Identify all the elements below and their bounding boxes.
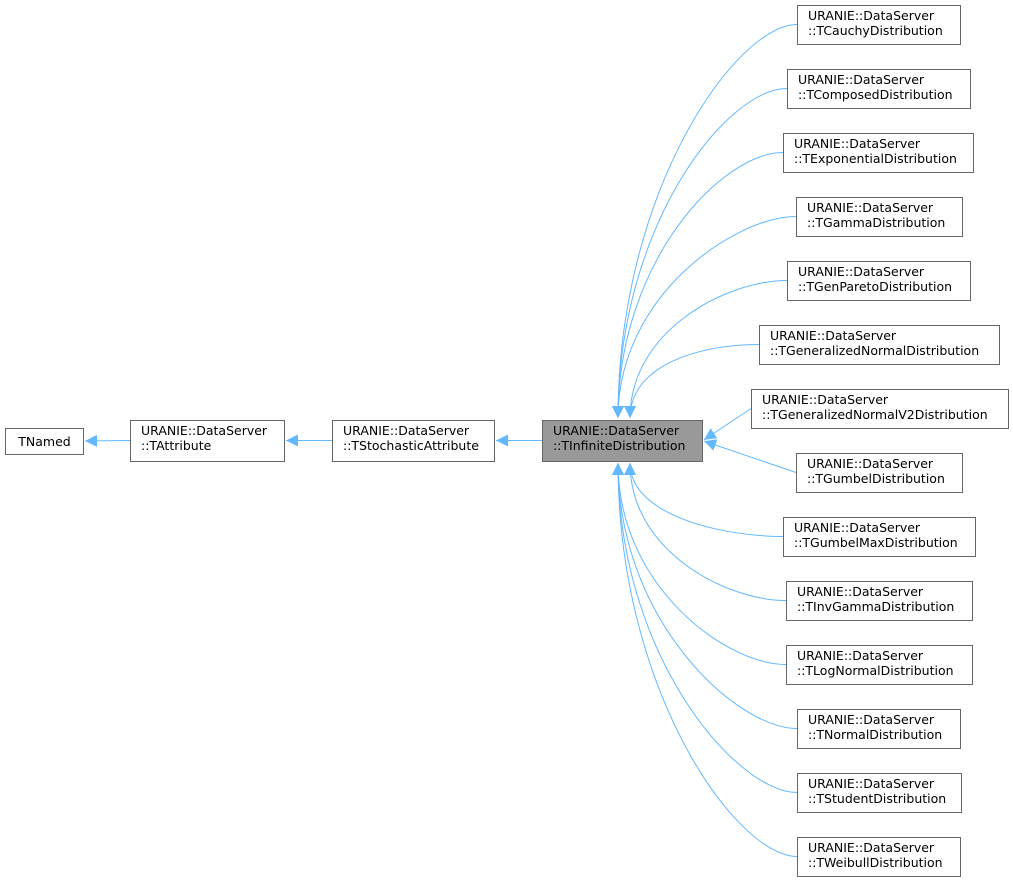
node-label-line: ::TGeneralizedNormalV2Distribution [762, 407, 988, 422]
node-label-line: ::TWeibullDistribution [808, 855, 943, 870]
node-label-line: ::TStudentDistribution [808, 791, 946, 806]
node-tnamed[interactable]: TNamed [5, 428, 84, 455]
node-label-line: ::TGammaDistribution [807, 215, 945, 230]
edge-tgennormalv2-to-tinfinite [703, 408, 752, 441]
node-label-line: URANIE::DataServer [808, 776, 935, 791]
edge-tgumbelmax-to-tinfinite [624, 462, 784, 537]
node-box [796, 197, 963, 237]
node-label-line: ::TStochasticAttribute [343, 438, 479, 453]
nodes-layer: TNamedURANIE::DataServer::TAttributeURAN… [5, 5, 1009, 877]
edge-tgamma-to-tinfinite [612, 216, 797, 419]
node-label-line: URANIE::DataServer [798, 72, 925, 87]
node-tinvgamma[interactable]: URANIE::DataServer::TInvGammaDistributio… [786, 581, 973, 621]
node-box [797, 773, 962, 813]
node-box [787, 261, 971, 301]
node-tinfinite[interactable]: URANIE::DataServer::TInfiniteDistributio… [542, 420, 703, 462]
node-tgumbelmax[interactable]: URANIE::DataServer::TGumbelMaxDistributi… [783, 517, 976, 557]
node-tweibull[interactable]: URANIE::DataServer::TWeibullDistribution [797, 837, 961, 877]
node-label-line: TNamed [17, 434, 70, 449]
node-label-line: URANIE::DataServer [770, 328, 897, 343]
node-box [332, 420, 495, 462]
node-label-line: ::TComposedDistribution [798, 87, 953, 102]
edge-tgumbel-to-tinfinite [703, 439, 797, 473]
node-box [786, 645, 973, 685]
node-tnormal[interactable]: URANIE::DataServer::TNormalDistribution [797, 709, 961, 749]
edge-tgennormal-to-tinfinite [624, 344, 760, 419]
node-box [797, 709, 961, 749]
edge-tcauchy-to-tinfinite [612, 24, 798, 419]
node-tgumbel[interactable]: URANIE::DataServer::TGumbelDistribution [796, 453, 963, 493]
node-tgamma[interactable]: URANIE::DataServer::TGammaDistribution [796, 197, 963, 237]
node-box [797, 837, 961, 877]
node-label-line: ::TGenParetoDistribution [798, 279, 952, 294]
node-box [797, 5, 961, 45]
node-label-line: URANIE::DataServer [343, 423, 470, 438]
edges-layer [84, 24, 798, 857]
edge-texponential-to-tinfinite [612, 152, 784, 419]
node-tcauchy[interactable]: URANIE::DataServer::TCauchyDistribution [797, 5, 961, 45]
node-box [751, 389, 1009, 429]
node-label-line: URANIE::DataServer [797, 584, 924, 599]
edge-tattribute-to-tnamed [84, 434, 131, 447]
edge-tinvgamma-to-tinfinite [624, 462, 787, 601]
edge-tstudent-to-tinfinite [612, 462, 798, 793]
node-box [542, 420, 703, 462]
node-box [796, 453, 963, 493]
edge-tnormal-to-tinfinite [612, 462, 798, 729]
node-label-line: URANIE::DataServer [553, 423, 680, 438]
node-label-line: URANIE::DataServer [808, 840, 935, 855]
node-label-line: ::TAttribute [141, 438, 212, 453]
node-label-line: ::TGeneralizedNormalDistribution [770, 343, 979, 358]
node-label-line: URANIE::DataServer [141, 423, 268, 438]
node-box [786, 581, 973, 621]
edge-tweibull-to-tinfinite [612, 462, 798, 857]
node-label-line: URANIE::DataServer [808, 712, 935, 727]
node-label-line: URANIE::DataServer [794, 520, 921, 535]
node-label-line: URANIE::DataServer [762, 392, 889, 407]
node-box [759, 325, 1000, 365]
node-label-line: ::TCauchyDistribution [808, 23, 943, 38]
node-box [787, 69, 971, 109]
node-tlognormal[interactable]: URANIE::DataServer::TLogNormalDistributi… [786, 645, 973, 685]
node-label-line: URANIE::DataServer [794, 136, 921, 151]
node-label-line: URANIE::DataServer [807, 456, 934, 471]
node-box [783, 133, 974, 173]
node-tgenpareto[interactable]: URANIE::DataServer::TGenParetoDistributi… [787, 261, 971, 301]
node-label-line: URANIE::DataServer [797, 648, 924, 663]
node-label-line: ::TLogNormalDistribution [797, 663, 954, 678]
node-tcomposed[interactable]: URANIE::DataServer::TComposedDistributio… [787, 69, 971, 109]
node-label-line: URANIE::DataServer [807, 200, 934, 215]
node-box [783, 517, 976, 557]
edge-tcomposed-to-tinfinite [612, 88, 788, 419]
node-label-line: ::TInfiniteDistribution [553, 438, 685, 453]
node-tstochastic[interactable]: URANIE::DataServer::TStochasticAttribute [332, 420, 495, 462]
node-tgennormalv2[interactable]: URANIE::DataServer::TGeneralizedNormalV2… [751, 389, 1009, 429]
edge-tgenpareto-to-tinfinite [624, 280, 788, 419]
node-box [130, 420, 285, 462]
node-box [5, 428, 84, 455]
node-label-line: URANIE::DataServer [798, 264, 925, 279]
node-label-line: ::TNormalDistribution [808, 727, 942, 742]
node-label-line: ::TExponentialDistribution [794, 151, 957, 166]
edge-tlognormal-to-tinfinite [612, 462, 787, 665]
node-label-line: ::TGumbelMaxDistribution [794, 535, 958, 550]
node-tattribute[interactable]: URANIE::DataServer::TAttribute [130, 420, 285, 462]
node-label-line: ::TInvGammaDistribution [797, 599, 954, 614]
node-label-line: ::TGumbelDistribution [807, 471, 945, 486]
node-tgennormal[interactable]: URANIE::DataServer::TGeneralizedNormalDi… [759, 325, 1000, 365]
node-tstudent[interactable]: URANIE::DataServer::TStudentDistribution [797, 773, 962, 813]
node-label-line: URANIE::DataServer [808, 8, 935, 23]
node-texponential[interactable]: URANIE::DataServer::TExponentialDistribu… [783, 133, 974, 173]
